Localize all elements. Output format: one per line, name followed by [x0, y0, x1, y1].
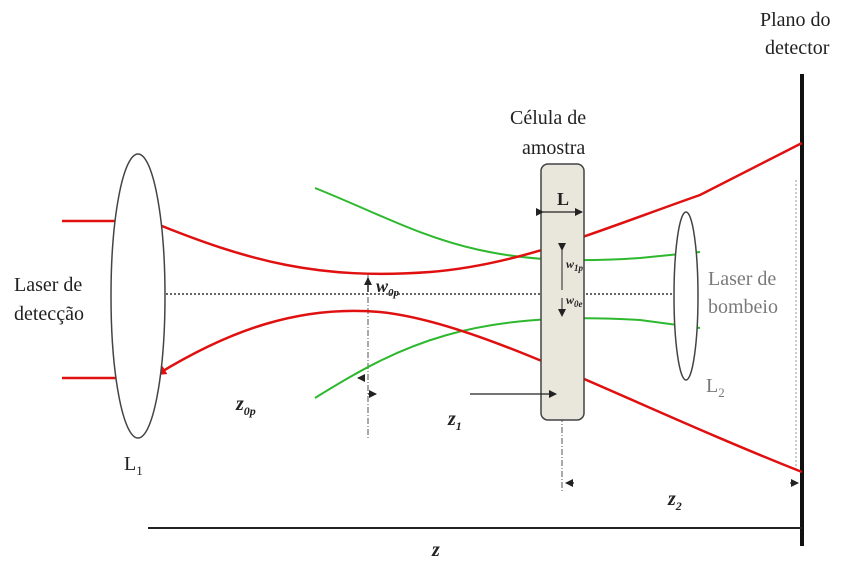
- w0e-label: w0e: [566, 293, 583, 309]
- sample-cell-label-1: Célula de: [510, 107, 586, 129]
- probe-laser-label-2: detecção: [14, 303, 84, 325]
- probe-beam: [62, 141, 803, 474]
- z0p-label: z0p: [235, 393, 256, 418]
- pump-beam: [314, 187, 701, 399]
- lens-l1-label: L1: [124, 453, 143, 478]
- probe-laser-label-1: Laser de: [14, 274, 82, 296]
- pump-laser-label-2: bombeio: [708, 296, 778, 318]
- w1p-label: w1p: [566, 257, 584, 273]
- lens-l2: [673, 211, 699, 381]
- sample-cell-label-2: amostra: [522, 137, 585, 159]
- z2-label: z2: [667, 488, 682, 513]
- pump-laser-label-1: Laser de: [708, 268, 776, 290]
- sample-cell: [540, 163, 585, 421]
- lens-l2-label: L2: [706, 375, 725, 400]
- z-total-label: z: [431, 539, 440, 561]
- cell-thickness-label: L: [557, 189, 569, 209]
- detector-plane-label-2: detector: [765, 37, 830, 59]
- lens-l1: [110, 153, 166, 439]
- detector-plane-label-1: Plano do: [760, 9, 831, 31]
- z1-label: z1: [447, 408, 462, 433]
- waist-label: w0p: [376, 276, 400, 299]
